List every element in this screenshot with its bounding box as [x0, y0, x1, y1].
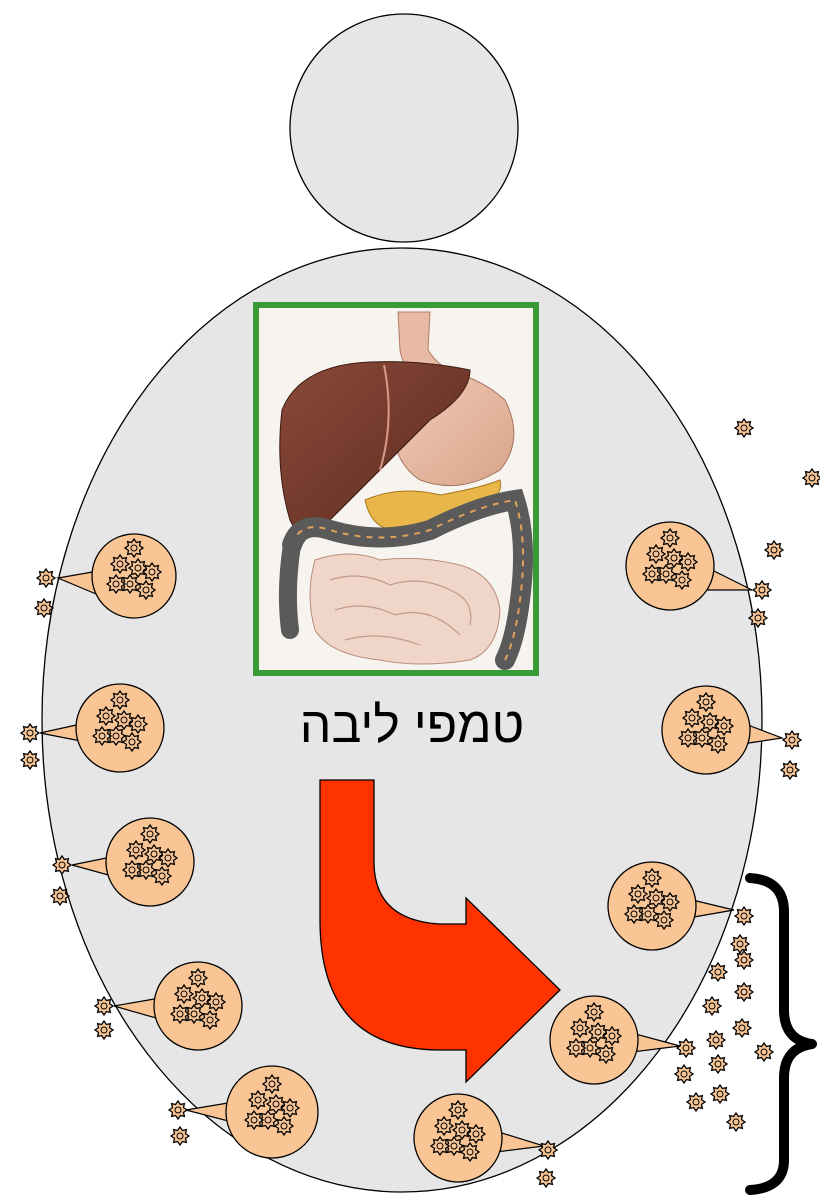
head-shape: [290, 14, 518, 242]
cell-right-2: [662, 686, 801, 779]
curly-brace: [750, 878, 812, 1190]
digestive-organs-image: [256, 305, 536, 673]
organ-label: טמפי ליבה: [300, 697, 524, 753]
